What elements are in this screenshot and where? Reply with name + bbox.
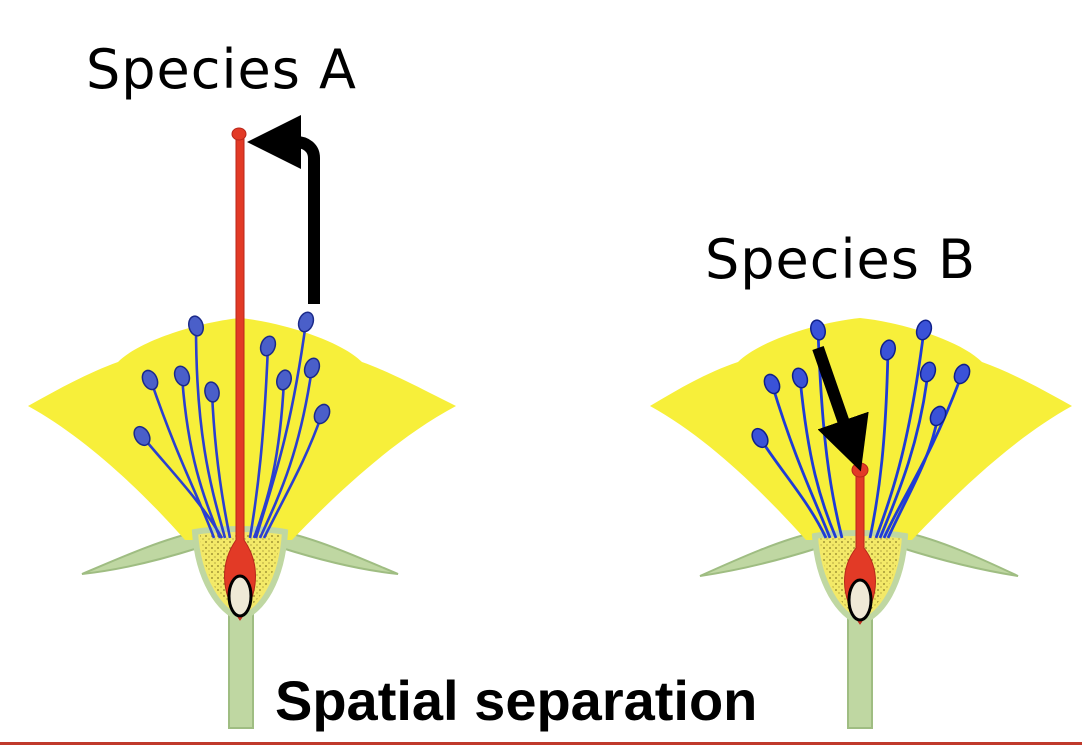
sepal-left-b <box>699 530 820 577</box>
stamens-a <box>140 321 324 539</box>
stamens-b <box>758 329 964 539</box>
sepal-right-b <box>900 530 1019 577</box>
ovule-b <box>847 578 873 622</box>
arrow-b <box>812 346 869 472</box>
sepal-left-a <box>81 530 200 575</box>
ovule-a <box>227 574 253 618</box>
species-b-label: Species B <box>705 228 977 291</box>
flower-species-a <box>28 115 456 729</box>
sepal-right-a <box>280 530 399 575</box>
stem-b <box>847 609 873 729</box>
flower-species-b <box>650 318 1072 729</box>
bottom-rule <box>0 742 1082 745</box>
pistil-a <box>224 127 256 621</box>
anthers-a <box>133 311 331 447</box>
stem-a <box>228 599 254 729</box>
caption-title: Spatial separation <box>275 669 758 732</box>
species-a-label: Species A <box>86 38 357 101</box>
arrow-a <box>247 115 320 304</box>
anthers-b <box>751 319 971 449</box>
